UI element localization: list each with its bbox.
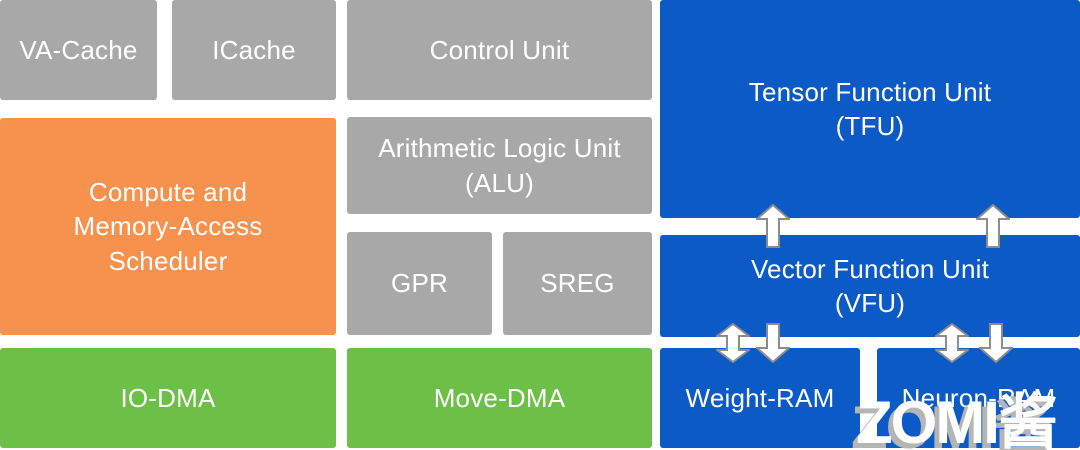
block-label: (ALU) bbox=[465, 167, 534, 198]
double-arrow-icon bbox=[935, 323, 969, 363]
down-arrow-icon bbox=[756, 323, 790, 363]
watermark: ZOMI酱 bbox=[856, 389, 1058, 450]
block-move-dma: Move-DMA bbox=[347, 348, 652, 448]
up-arrow-icon bbox=[756, 204, 790, 248]
block-label: ICache bbox=[212, 34, 296, 65]
block-label: Neuron-RAM bbox=[901, 382, 1056, 413]
block-label: Compute and bbox=[88, 177, 248, 208]
block-label: Weight-RAM bbox=[685, 382, 835, 413]
double-arrow-icon bbox=[716, 323, 750, 363]
block-label: VA-Cache bbox=[19, 34, 138, 65]
block-label: (VFU) bbox=[834, 288, 906, 318]
block-label: IO-DMA bbox=[120, 382, 216, 413]
block-sreg: SREG bbox=[503, 232, 652, 335]
block-tensor-function-unit: Tensor Function Unit (TFU) bbox=[660, 0, 1080, 218]
block-neuron-ram: Neuron-RAM bbox=[877, 348, 1080, 448]
block-icache: ICache bbox=[172, 0, 336, 100]
block-label: Tensor Function Unit bbox=[748, 76, 992, 107]
block-control-unit: Control Unit bbox=[347, 0, 652, 100]
block-label: GPR bbox=[391, 268, 448, 299]
block-weight-ram: Weight-RAM bbox=[660, 348, 860, 448]
block-label: SREG bbox=[540, 268, 615, 299]
block-label: Control Unit bbox=[429, 34, 570, 65]
block-label: Scheduler bbox=[108, 245, 228, 276]
block-compute-memory-access-scheduler: Compute and Memory-Access Scheduler bbox=[0, 118, 336, 335]
up-arrow-icon bbox=[976, 204, 1010, 248]
block-label: (TFU) bbox=[835, 111, 905, 141]
block-label: Memory-Access bbox=[73, 211, 263, 242]
block-vector-function-unit: Vector Function Unit (VFU) bbox=[660, 235, 1080, 337]
block-arithmetic-logic-unit: Arithmetic Logic Unit (ALU) bbox=[347, 117, 652, 214]
block-gpr: GPR bbox=[347, 232, 492, 335]
block-label: Arithmetic Logic Unit bbox=[378, 133, 621, 164]
block-label: Move-DMA bbox=[433, 382, 566, 413]
block-io-dma: IO-DMA bbox=[0, 348, 336, 448]
block-label: Vector Function Unit bbox=[750, 253, 990, 284]
block-va-cache: VA-Cache bbox=[0, 0, 157, 100]
down-arrow-icon bbox=[979, 323, 1013, 363]
